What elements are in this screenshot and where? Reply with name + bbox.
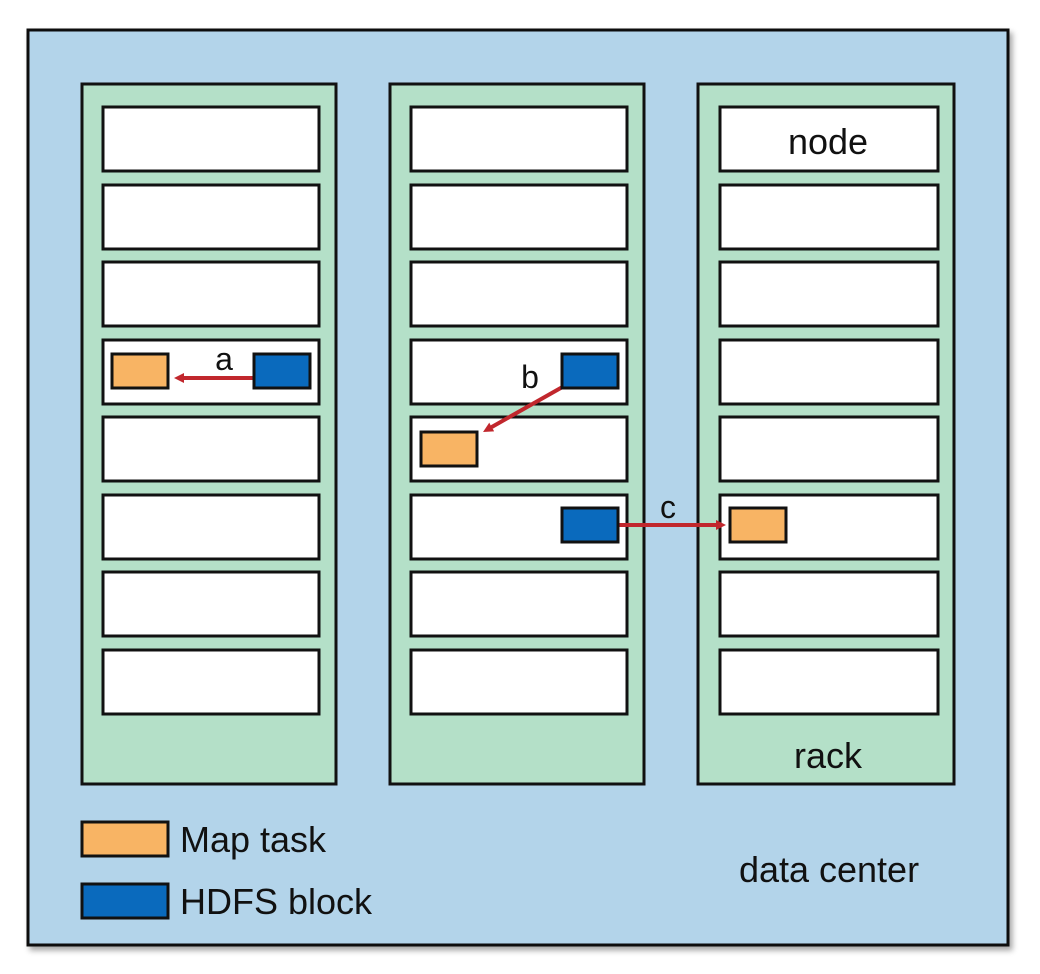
hdfs-block xyxy=(252,352,312,390)
node-box xyxy=(101,415,321,483)
node-box xyxy=(409,260,629,328)
node-box xyxy=(409,338,629,406)
node-box xyxy=(718,570,940,638)
arrow-b xyxy=(483,383,567,432)
node-box xyxy=(101,570,321,638)
rack-label: rack xyxy=(794,735,863,776)
node-box xyxy=(409,648,629,716)
arrow-label-b: b xyxy=(521,359,539,395)
node-box xyxy=(718,338,940,406)
data-center-label: data center xyxy=(739,849,919,890)
hdfs-block xyxy=(560,352,620,390)
node-box xyxy=(718,415,940,483)
node-box xyxy=(101,260,321,328)
legend: Map task HDFS block xyxy=(80,819,373,922)
node-box xyxy=(101,648,321,716)
node-box xyxy=(718,260,940,328)
legend-hdfs-block-label: HDFS block xyxy=(180,881,373,922)
node-box xyxy=(718,648,940,716)
arrow-label-a: a xyxy=(215,341,233,377)
map-task-block xyxy=(728,506,788,544)
legend-map-task-label: Map task xyxy=(180,819,327,860)
node-box xyxy=(718,183,940,251)
map-task-block xyxy=(110,352,170,390)
node-box xyxy=(718,105,940,173)
nodes xyxy=(101,105,940,716)
node-box xyxy=(101,105,321,173)
node-box xyxy=(409,105,629,173)
arrow-label-c: c xyxy=(660,489,676,525)
node-box xyxy=(101,183,321,251)
node-label: node xyxy=(788,121,868,162)
node-box xyxy=(409,570,629,638)
node-box xyxy=(101,493,321,561)
legend-hdfs-block-swatch xyxy=(80,882,170,920)
node-box xyxy=(409,183,629,251)
map-task-block xyxy=(419,430,479,468)
hdfs-block xyxy=(560,506,620,544)
legend-map-task-swatch xyxy=(80,820,170,858)
